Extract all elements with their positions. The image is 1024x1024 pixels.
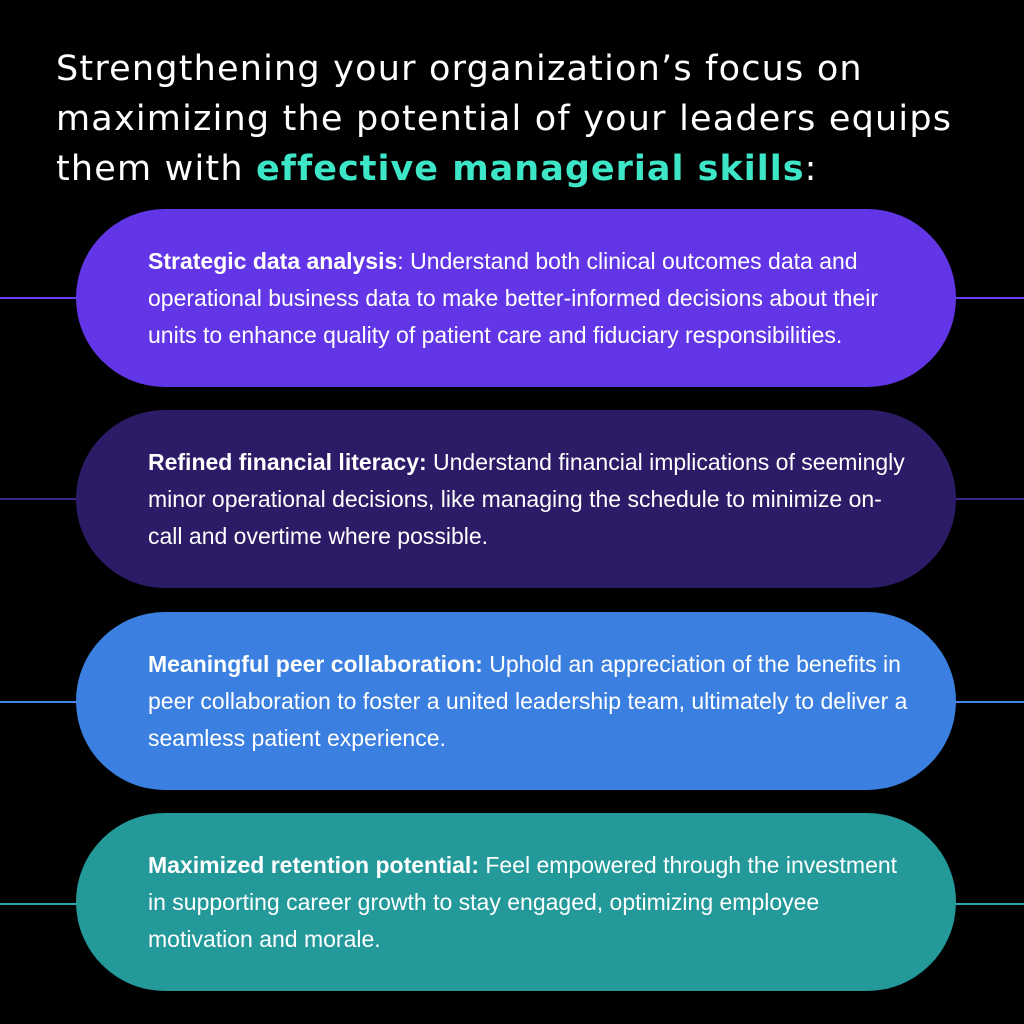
headline-suffix: : xyxy=(804,149,818,189)
connector-line-left-3 xyxy=(0,701,78,703)
skill-card-text: Strategic data analysis: Understand both… xyxy=(148,243,916,354)
headline-text: Strengthening your organization’s focus … xyxy=(56,49,953,189)
connector-line-right-4 xyxy=(954,903,1024,905)
skill-card-text: Refined financial literacy: Understand f… xyxy=(148,444,916,555)
connector-line-left-4 xyxy=(0,903,78,905)
skill-card-body: Feel empowered through the investment in… xyxy=(148,851,898,952)
skill-card-separator: : xyxy=(397,247,404,274)
skill-card-title: Strategic data analysis xyxy=(148,247,398,274)
skill-card-body: Understand both clinical outcomes data a… xyxy=(148,247,879,348)
skill-card-strategic-data-analysis: Strategic data analysis: Understand both… xyxy=(76,209,956,387)
skill-card-refined-financial-literacy: Refined financial literacy: Understand f… xyxy=(76,410,956,588)
skill-card-meaningful-peer-collaboration: Meaningful peer collaboration: Uphold an… xyxy=(76,612,956,790)
connector-line-left-2 xyxy=(0,498,78,500)
skill-card-maximized-retention-potential: Maximized retention potential: Feel empo… xyxy=(76,813,956,991)
connector-line-right-2 xyxy=(954,498,1024,500)
headline: Strengthening your organization’s focus … xyxy=(56,44,976,194)
connector-line-right-3 xyxy=(954,701,1024,703)
skill-card-body: Understand financial implications of see… xyxy=(148,448,905,549)
skill-card-text: Meaningful peer collaboration: Uphold an… xyxy=(148,646,916,757)
skill-card-text: Maximized retention potential: Feel empo… xyxy=(148,847,916,958)
skill-card-body: Uphold an appreciation of the benefits i… xyxy=(148,650,908,751)
skill-card-title: Maximized retention potential: xyxy=(148,851,479,878)
headline-accent: effective managerial skills xyxy=(256,149,805,189)
connector-line-left-1 xyxy=(0,297,78,299)
connector-line-right-1 xyxy=(954,297,1024,299)
skill-card-title: Meaningful peer collaboration: xyxy=(148,650,483,677)
skill-card-title: Refined financial literacy: xyxy=(148,448,427,475)
